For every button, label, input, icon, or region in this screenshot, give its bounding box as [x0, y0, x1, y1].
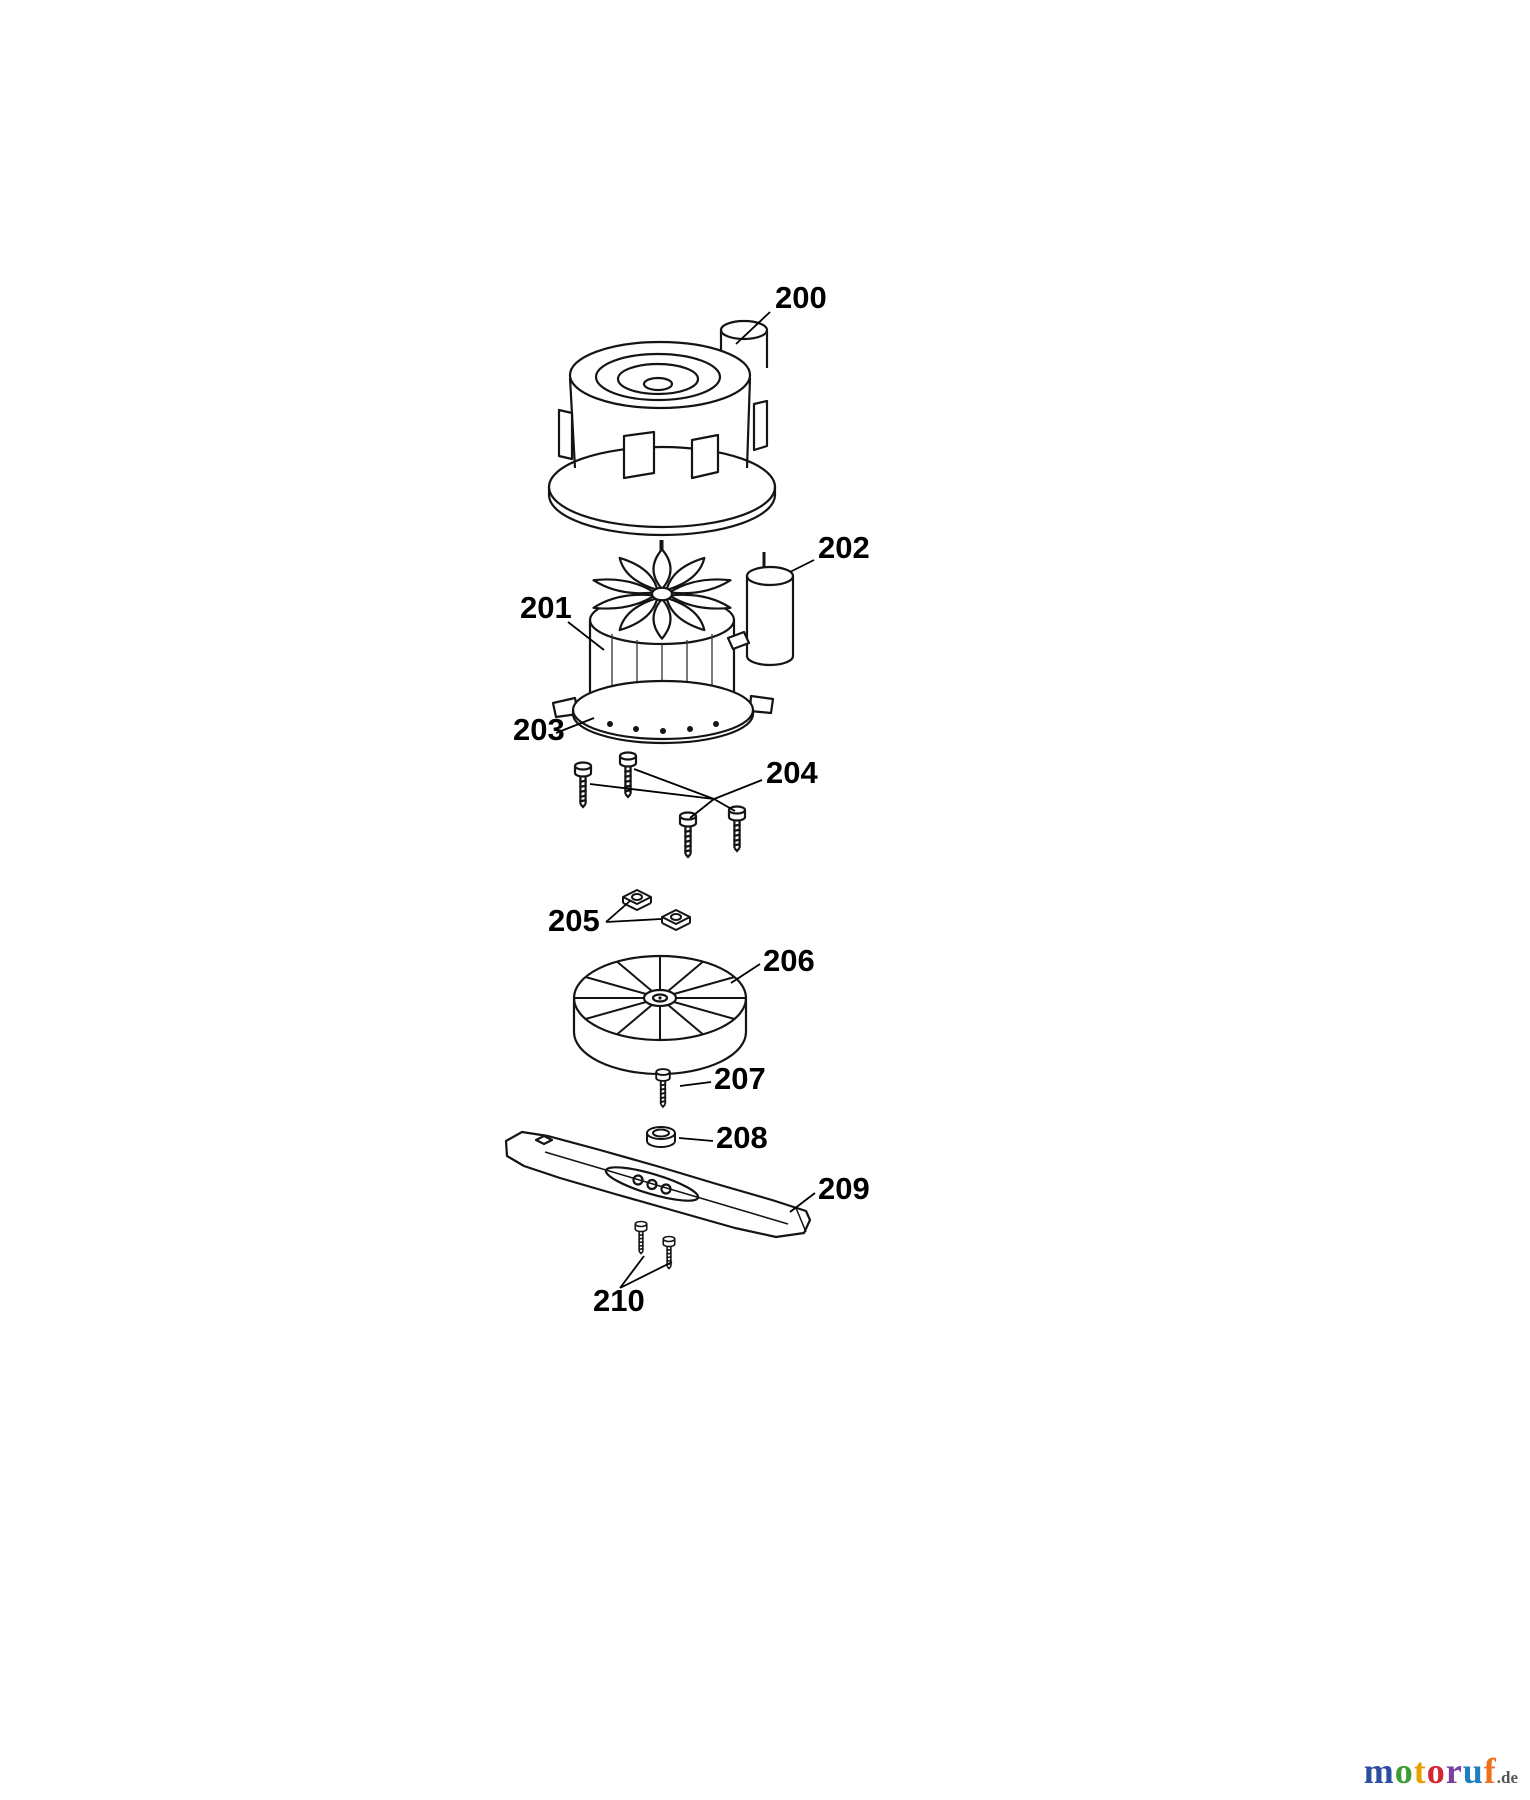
- logo-letter: o: [1426, 1751, 1446, 1791]
- part-label-209: 209: [818, 1171, 870, 1206]
- part-motor-stator: [588, 540, 751, 706]
- logo-letter: f: [1483, 1751, 1497, 1791]
- leader-line-202: [789, 559, 815, 573]
- part-capacitor: [745, 552, 795, 667]
- logo-letter: m: [1363, 1751, 1395, 1791]
- part-motor-housing: [547, 319, 777, 537]
- part-mounting-screws: [573, 751, 747, 859]
- leader-line-209: [789, 1192, 816, 1213]
- part-label-201: 201: [520, 590, 572, 625]
- part-label-202: 202: [818, 530, 870, 565]
- part-label-203: 203: [513, 712, 565, 747]
- leader-line-208: [678, 1137, 714, 1142]
- logo-letter: r: [1445, 1751, 1463, 1791]
- part-label-205: 205: [548, 903, 600, 938]
- leader-line-207: [679, 1081, 712, 1087]
- leader-line-203: [555, 717, 595, 734]
- leader-line-201: [567, 621, 605, 651]
- part-blade: [504, 1130, 812, 1239]
- part-fan-wheel: [572, 954, 748, 1076]
- part-label-208: 208: [716, 1120, 768, 1155]
- leader-line-205: [605, 900, 662, 923]
- motoruf-logo[interactable]: motoruf.de: [1364, 1750, 1518, 1792]
- part-label-210: 210: [593, 1283, 645, 1318]
- motoruf-wordmark: motoruf: [1364, 1751, 1497, 1791]
- part-label-206: 206: [763, 943, 815, 978]
- part-label-204: 204: [766, 755, 818, 790]
- part-bearing-plate: [551, 679, 775, 745]
- part-label-200: 200: [775, 280, 827, 315]
- leader-line-200: [735, 311, 771, 345]
- part-center-bolt: [655, 1068, 671, 1108]
- motoruf-domain-suffix: .de: [1496, 1768, 1518, 1787]
- part-blade-screws: [634, 1220, 676, 1270]
- logo-letter: t: [1413, 1751, 1427, 1791]
- leader-line-206: [730, 963, 761, 984]
- part-square-nuts: [622, 889, 691, 931]
- logo-letter: u: [1462, 1751, 1484, 1791]
- logo-letter: o: [1394, 1751, 1414, 1791]
- part-label-207: 207: [714, 1061, 766, 1096]
- leader-line-210: [619, 1255, 673, 1289]
- part-spacer-ring: [646, 1126, 676, 1148]
- leader-line-204: [589, 768, 763, 819]
